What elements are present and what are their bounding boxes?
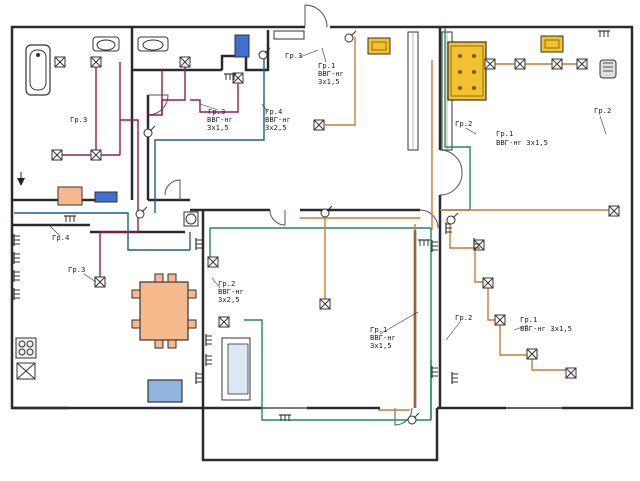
walls — [10, 25, 634, 462]
label-center-g1-3: 3х1,5 — [370, 341, 392, 350]
label-top-g1-2: ВВГ-нг — [318, 69, 344, 78]
round-fixture — [183, 211, 199, 227]
tv-icon — [599, 59, 617, 79]
wiring-group-1 — [300, 37, 610, 411]
wiring-group-3 — [57, 62, 239, 280]
label-corridor-g3b-3: 3х1,5 — [207, 123, 229, 132]
label-corridor-g4-3: 3х2,5 — [265, 123, 287, 132]
cabinet-orange — [57, 186, 83, 206]
washbasin-1 — [92, 36, 120, 52]
label-br-g1-2: ВВГ-нг 3х1,5 — [520, 324, 572, 333]
label-kitchen-g4: Гр.4 — [52, 233, 69, 242]
hall-sofa — [221, 337, 251, 401]
dining-table — [131, 273, 197, 349]
hood-icon — [16, 362, 36, 380]
label-corridor-g3b-1: Гр.3 — [208, 107, 225, 116]
label-top-g1-3: 3х1,5 — [318, 77, 340, 86]
wiring-group-2 — [209, 28, 471, 421]
label-right-g1-2: ВВГ-нг 3х1,5 — [496, 138, 548, 147]
electric-panel — [273, 30, 305, 40]
label-right-g1-1: Гр.1 — [496, 129, 513, 138]
label-corridor-g3b-2: ВВГ-нг — [207, 115, 233, 124]
label-door-g3: Гр.3 — [285, 51, 302, 60]
wiring-group-4 — [14, 55, 265, 251]
door-swings — [147, 4, 463, 426]
label-center-g2: Гр.2 — [455, 313, 472, 322]
label-kitchen-g3: Гр.3 — [68, 265, 85, 274]
cable-labels: Гр.3 Гр.3 Гр.3 ВВГ-нг 3х1,5 Гр.4 ВВГ-нг … — [52, 51, 611, 350]
label-right-g2: Гр.2 — [594, 106, 611, 115]
label-corridor-g4-1: Гр.4 — [265, 107, 282, 116]
water-heater — [234, 34, 250, 58]
label-hall-g2: Гр.2 — [455, 119, 472, 128]
armchair-2 — [540, 35, 564, 53]
label-mid-g2-2: ВВГ-нг — [218, 287, 244, 296]
wardrobe-top — [407, 31, 419, 151]
label-br-g1-1: Гр.1 — [520, 315, 537, 324]
label-center-g1-1: Гр.1 — [370, 325, 387, 334]
double-bed — [447, 41, 487, 101]
cabinet-blue — [94, 191, 118, 203]
ground-symbol — [17, 172, 25, 186]
label-mid-g2-1: Гр.2 — [218, 279, 235, 288]
label-center-g1-2: ВВГ-нг — [370, 333, 396, 342]
label-mid-g2-3: 3х2,5 — [218, 295, 240, 304]
stove-icon — [15, 337, 37, 359]
leader-lines — [49, 47, 607, 341]
label-corridor-g4-2: ВВГ-нг — [265, 115, 291, 124]
label-bath-g3: Гр.3 — [70, 115, 87, 124]
washbasin-2 — [137, 36, 169, 52]
label-top-g1-1: Гр.1 — [318, 61, 335, 70]
kitchen-sofa — [147, 379, 183, 403]
bathtub — [25, 44, 51, 96]
armchair-1 — [367, 37, 391, 55]
